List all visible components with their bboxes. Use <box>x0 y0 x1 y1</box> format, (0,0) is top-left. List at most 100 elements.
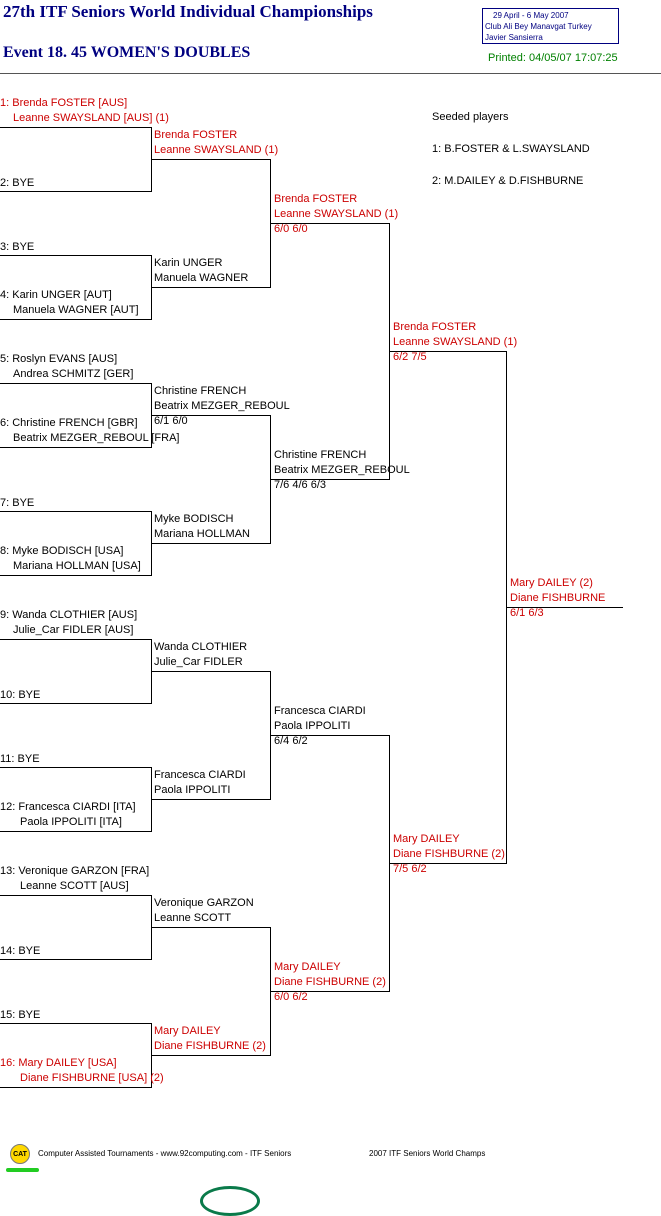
draw-entry: 5: Roslyn EVANS [AUS] <box>0 353 118 365</box>
sf-entry: Diane FISHBURNE (2) <box>393 848 505 860</box>
cat-logo: CAT <box>10 1144 30 1164</box>
draw-line <box>0 1087 152 1088</box>
r2-entry: Myke BODISCH <box>154 513 234 525</box>
r2-entry: Manuela WAGNER <box>154 272 249 284</box>
sf-entry: Leanne SWAYSLAND (1) <box>393 336 518 348</box>
draw-entry: Julie_Car FIDLER [AUS] <box>13 624 134 636</box>
r2-score: 6/1 6/0 <box>154 415 188 427</box>
draw-entry: Diane FISHBURNE [USA] (2) <box>20 1072 164 1084</box>
draw-line <box>389 735 390 992</box>
event-title: Event 18. 45 WOMEN'S DOUBLES <box>3 44 251 61</box>
draw-line <box>271 735 390 736</box>
r2-entry: Beatrix MEZGER_REBOUL <box>154 400 290 412</box>
draw-entry: 1: Brenda FOSTER [AUS] <box>0 97 128 109</box>
qf-entry: Mary DAILEY <box>274 961 341 973</box>
r2-entry: Leanne SWAYSLAND (1) <box>154 144 279 156</box>
draw-entry: 13: Veronique GARZON [FRA] <box>0 865 150 877</box>
draw-line <box>151 639 152 704</box>
draw-line <box>0 575 152 576</box>
draw-line <box>270 927 271 1056</box>
r2-entry: Veronique GARZON <box>154 897 254 909</box>
qf-entry: Francesca CIARDI <box>274 705 366 717</box>
draw-entry: 10: BYE <box>0 689 41 701</box>
draw-line <box>151 511 152 576</box>
sponsor-logo-arc <box>200 1186 260 1216</box>
draw-entry: Andrea SCHMITZ [GER] <box>13 368 134 380</box>
seed-1: 1: B.FOSTER & L.SWAYSLAND <box>432 143 590 155</box>
footer-event: 2007 ITF Seniors World Champs <box>369 1149 486 1158</box>
draw-line <box>151 255 152 320</box>
draw-line <box>270 159 271 288</box>
draw-entry: 3: BYE <box>0 241 35 253</box>
draw-line <box>389 223 390 480</box>
draw-line <box>506 351 507 864</box>
qf-entry: Leanne SWAYSLAND (1) <box>274 208 399 220</box>
draw-entry: 7: BYE <box>0 497 35 509</box>
r2-entry: Wanda CLOTHIER <box>154 641 248 653</box>
draw-line <box>152 287 271 288</box>
draw-line <box>390 351 507 352</box>
draw-line <box>151 1023 152 1088</box>
draw-line <box>151 895 152 960</box>
draw-entry: 16: Mary DAILEY [USA] <box>0 1057 117 1069</box>
sf-entry: Mary DAILEY <box>393 833 460 845</box>
r2-entry: Mary DAILEY <box>154 1025 221 1037</box>
draw-line <box>507 607 623 608</box>
champion-entry: Diane FISHBURNE <box>510 592 606 604</box>
draw-entry: 11: BYE <box>0 753 40 765</box>
draw-line <box>152 415 271 416</box>
header-divider <box>0 73 661 74</box>
draw-line <box>151 767 152 832</box>
draw-line <box>0 959 152 960</box>
qf-entry: Beatrix MEZGER_REBOUL <box>274 464 410 476</box>
info-dates: 29 April - 6 May 2007 <box>493 11 569 20</box>
draw-line <box>0 895 152 896</box>
r2-entry: Leanne SCOTT <box>154 912 232 924</box>
r2-entry: Francesca CIARDI <box>154 769 246 781</box>
draw-line <box>152 543 271 544</box>
qf-entry: Diane FISHBURNE (2) <box>274 976 386 988</box>
draw-line <box>390 863 507 864</box>
draw-entry: Leanne SWAYSLAND [AUS] (1) <box>13 112 169 124</box>
r2-entry: Karin UNGER <box>154 257 223 269</box>
r2-entry: Christine FRENCH <box>154 385 247 397</box>
draw-line <box>270 671 271 800</box>
seeded-players-heading: Seeded players <box>432 111 509 123</box>
r2-entry: Brenda FOSTER <box>154 129 238 141</box>
draw-line <box>0 703 152 704</box>
info-referee: Javier Sansierra <box>485 33 543 42</box>
qf-score: 7/6 4/6 6/3 <box>274 479 326 491</box>
draw-entry: Manuela WAGNER [AUT] <box>13 304 139 316</box>
footer-credit: Computer Assisted Tournaments - www.92co… <box>38 1149 292 1158</box>
draw-line <box>0 447 152 448</box>
draw-line <box>271 991 390 992</box>
draw-entry: Beatrix MEZGER_REBOUL [FRA] <box>13 432 180 444</box>
qf-entry: Brenda FOSTER <box>274 193 358 205</box>
draw-line <box>0 191 152 192</box>
qf-score: 6/0 6/2 <box>274 991 308 1003</box>
sf-score: 7/5 6/2 <box>393 863 427 875</box>
logo-underline <box>6 1168 39 1172</box>
draw-line <box>151 127 152 192</box>
draw-line <box>152 799 271 800</box>
draw-line <box>0 255 152 256</box>
champion-entry: Mary DAILEY (2) <box>510 577 593 589</box>
info-venue: Club Ali Bey Manavgat Turkey <box>485 22 592 31</box>
qf-entry: Christine FRENCH <box>274 449 367 461</box>
draw-entry: 4: Karin UNGER [AUT] <box>0 289 112 301</box>
draw-line <box>271 479 390 480</box>
draw-entry: 12: Francesca CIARDI [ITA] <box>0 801 136 813</box>
r2-entry: Paola IPPOLITI <box>154 784 231 796</box>
draw-line <box>0 319 152 320</box>
draw-line <box>0 1023 152 1024</box>
draw-line <box>152 1055 271 1056</box>
draw-line <box>152 927 271 928</box>
draw-line <box>270 415 271 544</box>
draw-entry: 14: BYE <box>0 945 41 957</box>
draw-line <box>152 159 271 160</box>
r2-entry: Mariana HOLLMAN <box>154 528 250 540</box>
tournament-info-box: 29 April - 6 May 2007 Club Ali Bey Manav… <box>482 8 619 44</box>
draw-entry: 9: Wanda CLOTHIER [AUS] <box>0 609 138 621</box>
qf-entry: Paola IPPOLITI <box>274 720 351 732</box>
seed-2: 2: M.DAILEY & D.FISHBURNE <box>432 175 584 187</box>
